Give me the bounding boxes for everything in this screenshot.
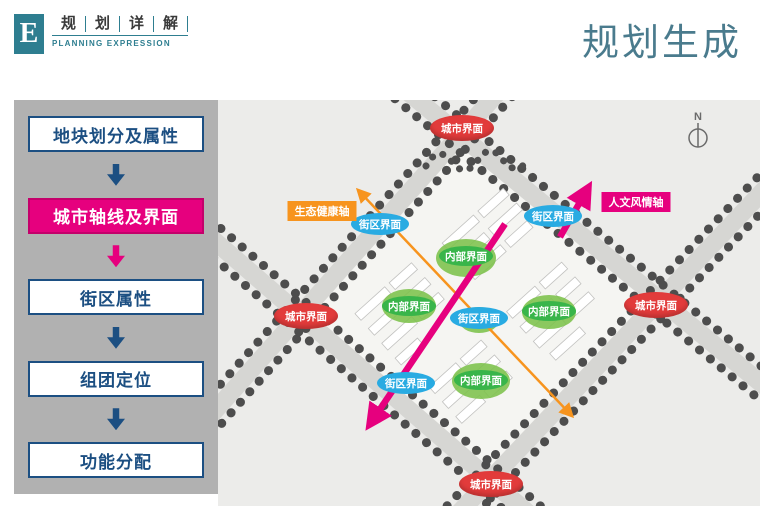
logo-title-cn: 规 划 详 解: [52, 16, 189, 36]
city-interface-badge-left: 城市界面: [274, 303, 338, 329]
logo-subtitle: PLANNING EXPRESSION: [52, 39, 171, 48]
curved-tree-row: [422, 147, 530, 174]
block-interface-badge-2: 街区界面: [524, 205, 582, 227]
flow-step-land-division: 地块划分及属性: [28, 116, 204, 152]
compass-label: N: [694, 111, 702, 123]
eco-axis-label: 生态健康轴: [287, 201, 357, 221]
block-interface-badge-4: 街区界面: [377, 372, 435, 394]
page-title: 规划生成: [582, 23, 742, 64]
site-plan-map: 城市界面 城市界面 城市界面 城市界面 街区界面 街区界面 街区界面 街区界面 …: [218, 100, 760, 506]
logo: E: [14, 14, 44, 54]
logo-text-block: 规 划 详 解 PLANNING EXPRESSION: [52, 16, 189, 48]
compass-icon: [688, 123, 708, 148]
down-arrow-icon: [107, 408, 125, 431]
down-arrow-icon: [107, 326, 125, 349]
city-interface-badge-bottom: 城市界面: [459, 471, 523, 497]
flow-step-function-allocation: 功能分配: [28, 442, 204, 478]
block-interface-badge-3: 街区界面: [450, 307, 508, 329]
logo-cn-char: 规: [52, 16, 87, 32]
logo-cn-char: 划: [86, 16, 121, 32]
logo-letter: E: [19, 18, 39, 49]
logo-cn-char: 解: [154, 16, 189, 32]
flowchart-sidebar: 地块划分及属性 城市轴线及界面 街区属性 组团定位 功能分配: [14, 100, 218, 494]
internal-interface-badge-3: 内部界面: [522, 301, 576, 321]
down-arrow-icon: [107, 163, 125, 186]
flow-step-group-positioning: 组团定位: [28, 360, 204, 397]
block-interface-badge-1: 街区界面: [351, 213, 409, 235]
internal-interface-badge-1: 内部界面: [439, 246, 493, 266]
down-arrow-icon: [107, 245, 125, 268]
flow-step-block-attribute: 街区属性: [28, 279, 204, 315]
human-axis-label: 人文风情轴: [601, 192, 671, 212]
flow-step-city-axis: 城市轴线及界面: [28, 197, 204, 234]
internal-interface-badge-4: 内部界面: [454, 370, 508, 390]
internal-interface-badge-2: 内部界面: [382, 296, 436, 316]
city-interface-badge-right: 城市界面: [624, 292, 688, 318]
city-interface-badge-top: 城市界面: [430, 115, 494, 141]
logo-cn-char: 详: [120, 16, 155, 32]
